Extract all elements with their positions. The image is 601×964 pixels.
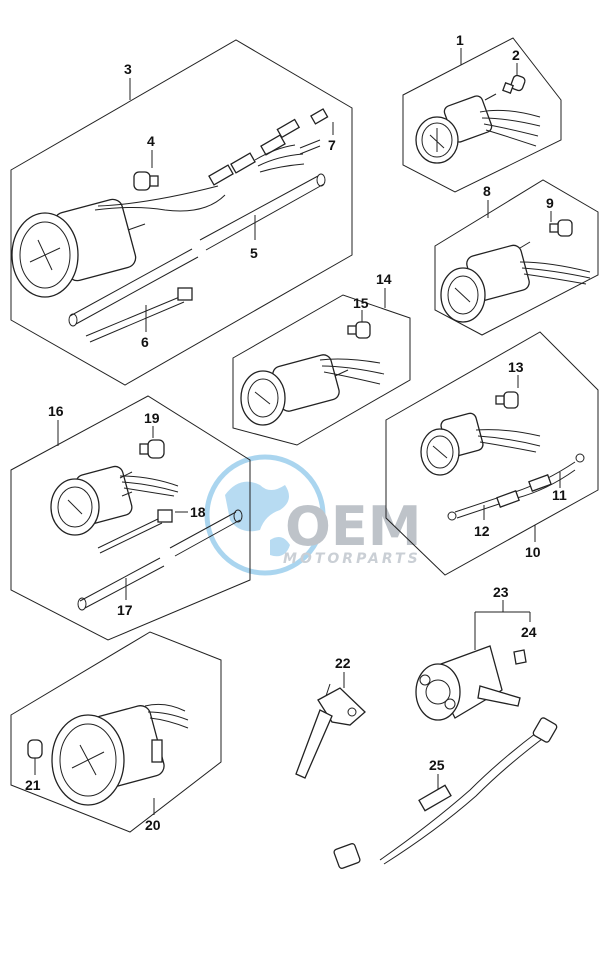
gauge-icon (240, 354, 385, 426)
callout-3: 3 (124, 61, 132, 77)
gauge-icon (440, 241, 591, 323)
tube-icon (68, 173, 326, 327)
group-box-20: 20 21 (10, 631, 222, 833)
box-outline (10, 395, 251, 641)
group-box-16: 16 19 18 17 (10, 395, 251, 641)
bulb-icon (495, 391, 519, 409)
cable-tie-icon (97, 509, 173, 554)
callout-20: 20 (145, 817, 161, 833)
bulb-icon (549, 219, 573, 237)
watermark-brand: OEM (285, 495, 422, 558)
box-outline (385, 331, 599, 576)
gauge-icon (50, 465, 179, 536)
callout-11: 11 (552, 487, 567, 503)
callout-15: 15 (353, 295, 369, 311)
watermark-tagline: MOTORPARTS (283, 551, 421, 567)
gauge-icon (420, 412, 541, 476)
gauge-icon (51, 703, 189, 806)
continent-shape (225, 481, 289, 532)
callout-22: 22 (335, 655, 351, 671)
callout-6: 6 (141, 334, 149, 350)
callout-14: 14 (376, 271, 392, 287)
extension-cable-icon: 25 (333, 717, 558, 869)
bulb-icon (347, 321, 371, 339)
callout-21: 21 (25, 777, 41, 793)
bulb-icon (27, 739, 43, 759)
callout-13: 13 (508, 359, 524, 375)
globe-icon (204, 454, 326, 576)
wire-harness-icon (447, 453, 585, 521)
box-outline (232, 294, 411, 446)
group-box-3: 3 4 5 6 7 (10, 39, 353, 386)
box-outline (10, 631, 222, 833)
tube-icon (77, 509, 243, 611)
connector-icon (208, 108, 329, 186)
group-box-8: 8 9 (434, 179, 599, 336)
callout-2: 2 (512, 47, 520, 63)
group-box-1: 1 2 (402, 32, 562, 193)
cable-tie-icon (85, 287, 193, 343)
gauge-holder-icon: 23 24 (415, 584, 537, 721)
group-box-10: 13 11 12 10 (385, 331, 599, 576)
callout-8: 8 (483, 183, 491, 199)
callout-5: 5 (250, 245, 258, 261)
callout-7: 7 (328, 137, 336, 153)
bulb-icon (502, 74, 526, 94)
callout-25: 25 (429, 757, 445, 773)
gauge-icon (11, 185, 226, 298)
callout-16: 16 (48, 403, 64, 419)
group-box-14: 14 15 (232, 271, 411, 446)
callout-24: 24 (521, 624, 537, 640)
gauge-icon (415, 93, 541, 164)
sensor-icon: 22 (295, 655, 366, 779)
box-outline (434, 179, 599, 336)
callout-19: 19 (144, 410, 160, 426)
callout-4: 4 (147, 133, 155, 149)
callout-23: 23 (493, 584, 509, 600)
continent-shape (270, 536, 290, 557)
box-outline (10, 39, 353, 386)
callout-10: 10 (525, 544, 541, 560)
bulb-icon (133, 171, 159, 191)
callout-1: 1 (456, 32, 464, 48)
bulb-icon (139, 439, 165, 459)
box-outline (402, 37, 562, 193)
oem-motorparts-watermark: OEM MOTORPARTS (204, 454, 422, 576)
callout-18: 18 (190, 504, 206, 520)
callout-9: 9 (546, 195, 554, 211)
callout-17: 17 (117, 602, 133, 618)
callout-12: 12 (474, 523, 490, 539)
